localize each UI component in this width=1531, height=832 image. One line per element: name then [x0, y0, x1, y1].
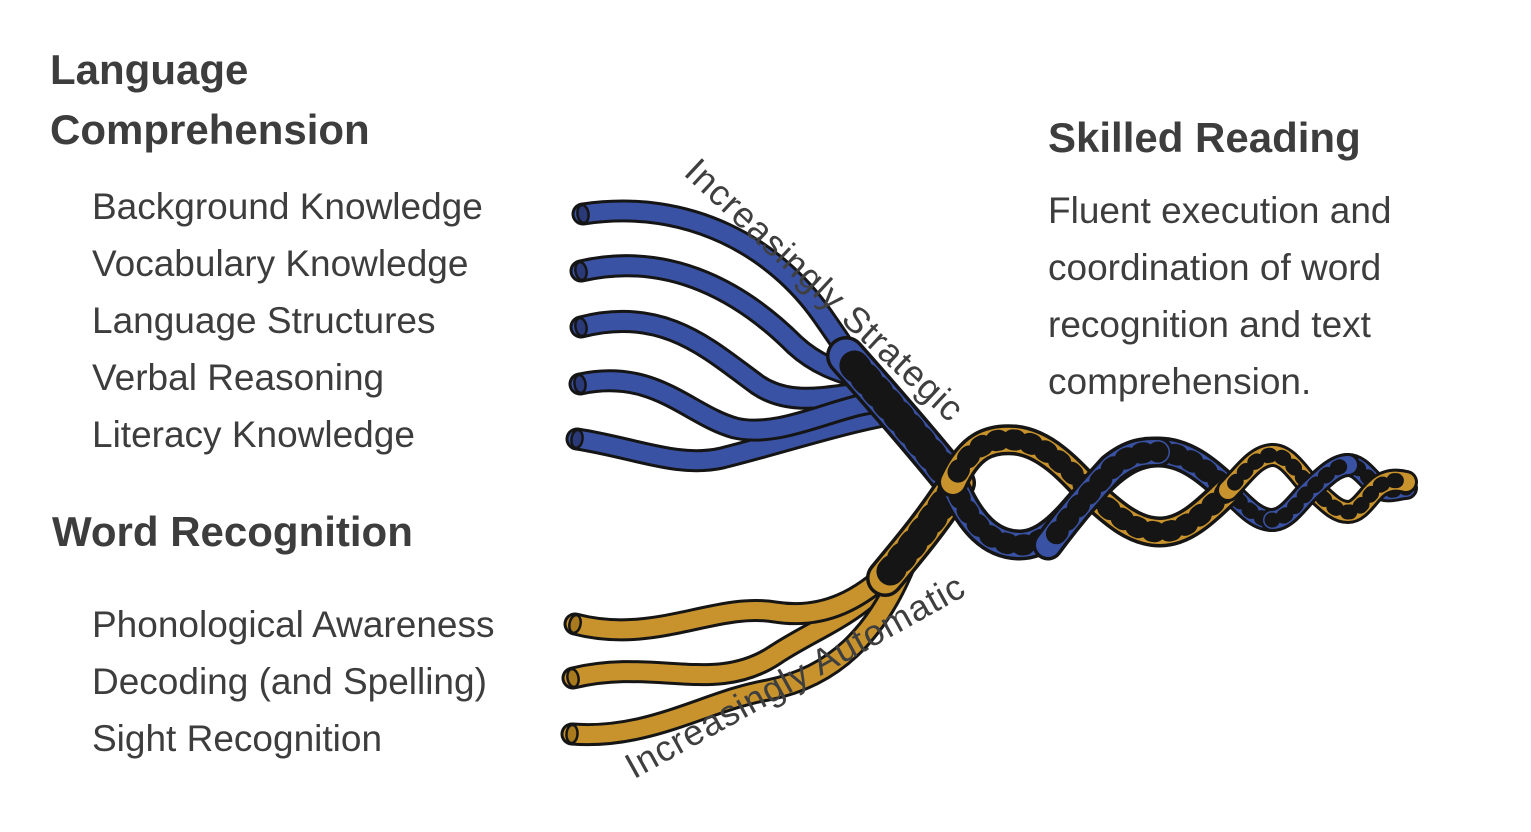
list-item: Background Knowledge — [92, 186, 483, 227]
language-comprehension-list: Background Knowledge Vocabulary Knowledg… — [92, 178, 483, 463]
list-item: Vocabulary Knowledge — [92, 243, 469, 284]
gold-strands — [560, 531, 925, 747]
word-recognition-list: Phonological Awareness Decoding (and Spe… — [92, 596, 494, 767]
blue-rope-core — [826, 336, 973, 501]
list-item: Language Structures — [92, 300, 436, 341]
word-recognition-title: Word Recognition — [52, 508, 413, 555]
list-item: Sight Recognition — [92, 718, 383, 759]
list-item: Decoding (and Spelling) — [92, 661, 487, 702]
blue-strands — [565, 199, 908, 473]
braid-blue-over — [1032, 436, 1360, 561]
skilled-reading-title: Skilled Reading — [1048, 114, 1361, 161]
list-item: Phonological Awareness — [92, 604, 495, 645]
list-item: Literacy Knowledge — [92, 414, 415, 455]
skilled-reading-description: Fluent execution and coordination of wor… — [1048, 190, 1392, 402]
strand-end-caps — [565, 203, 590, 745]
language-comprehension-title: Language Comprehension — [50, 46, 370, 153]
list-item: Verbal Reasoning — [92, 357, 385, 398]
